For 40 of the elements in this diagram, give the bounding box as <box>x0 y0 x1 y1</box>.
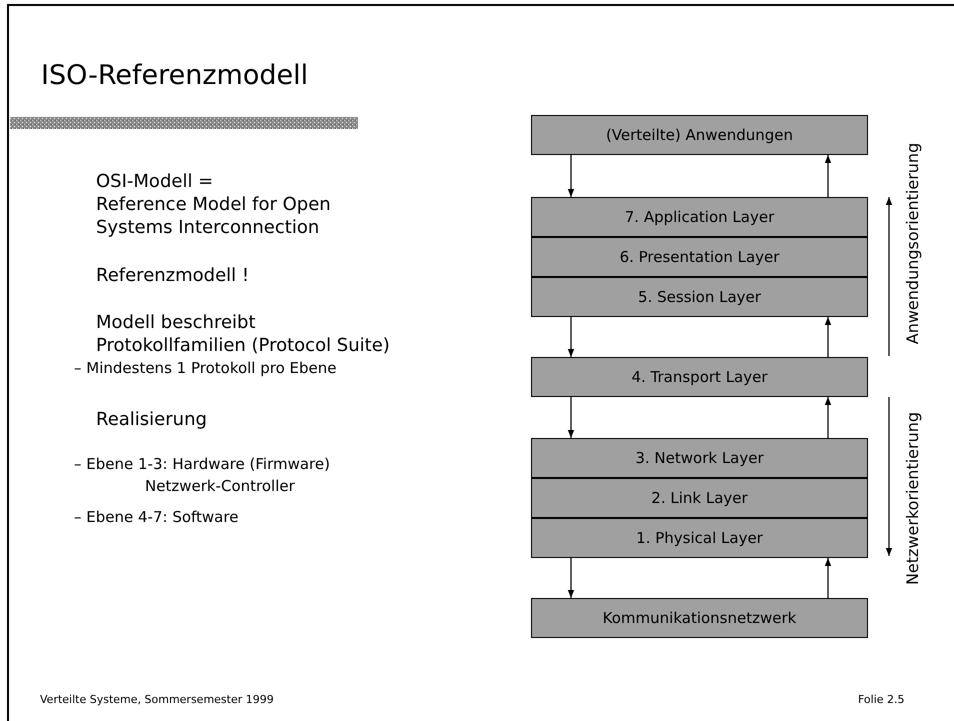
arrow <box>568 397 574 438</box>
bullet-text: – Ebene 4-7: Software <box>74 508 240 528</box>
layer-box <box>531 438 868 478</box>
axis-label: Anwendungsorientierung <box>902 142 922 344</box>
layer-label: 7. Application Layer <box>624 208 774 226</box>
page-number: Folie 2.5 <box>858 693 906 708</box>
layer-box <box>531 518 868 558</box>
layer-label: 2. Link Layer <box>651 489 748 507</box>
body-text: OSI-Modell = <box>96 170 214 194</box>
body-text: Modell beschreibt Protokollfamilien (Protocol Suite) <box>96 311 391 358</box>
bullet-text: – Mindestens 1 Protokoll pro Ebene <box>74 359 338 378</box>
layer-label: Kommunikationsnetzwerk <box>602 609 796 627</box>
layer-label: 4. Transport Layer <box>631 368 768 386</box>
layer-label: 5. Session Layer <box>638 288 761 306</box>
arrow <box>824 317 832 357</box>
body-text: Reference Model for Open Systems Interconnection <box>96 193 332 240</box>
body-text: Realisierung <box>96 408 208 432</box>
layer-label: 3. Network Layer <box>635 449 764 467</box>
arrow <box>568 155 574 197</box>
arrow <box>824 558 832 598</box>
footer-text: Verteilte Systeme, Sommersemester 1999 <box>40 693 275 708</box>
layer-box <box>531 237 868 277</box>
arrow <box>568 317 574 357</box>
layer-label: (Verteilte) Anwendungen <box>606 126 794 144</box>
axis-label: Netzwerkorientierung <box>902 411 922 585</box>
arrow <box>568 558 574 598</box>
layer-box <box>531 598 868 638</box>
layer-box <box>531 357 868 397</box>
layer-box <box>531 197 868 237</box>
body-text: Netzwerk-Controller <box>145 477 296 496</box>
bullet-text: – Ebene 1-3: Hardware (Firmware) <box>74 455 331 474</box>
layer-box <box>531 277 868 317</box>
layer-box <box>531 115 868 155</box>
arrow <box>824 155 832 197</box>
body-text: Referenzmodell ! <box>96 264 250 288</box>
arrow <box>824 397 832 438</box>
layer-box <box>531 478 868 518</box>
layer-label: 1. Physical Layer <box>636 529 763 547</box>
layer-label: 6. Presentation Layer <box>620 248 780 266</box>
slide-title: ISO-Referenzmodell <box>41 60 308 91</box>
